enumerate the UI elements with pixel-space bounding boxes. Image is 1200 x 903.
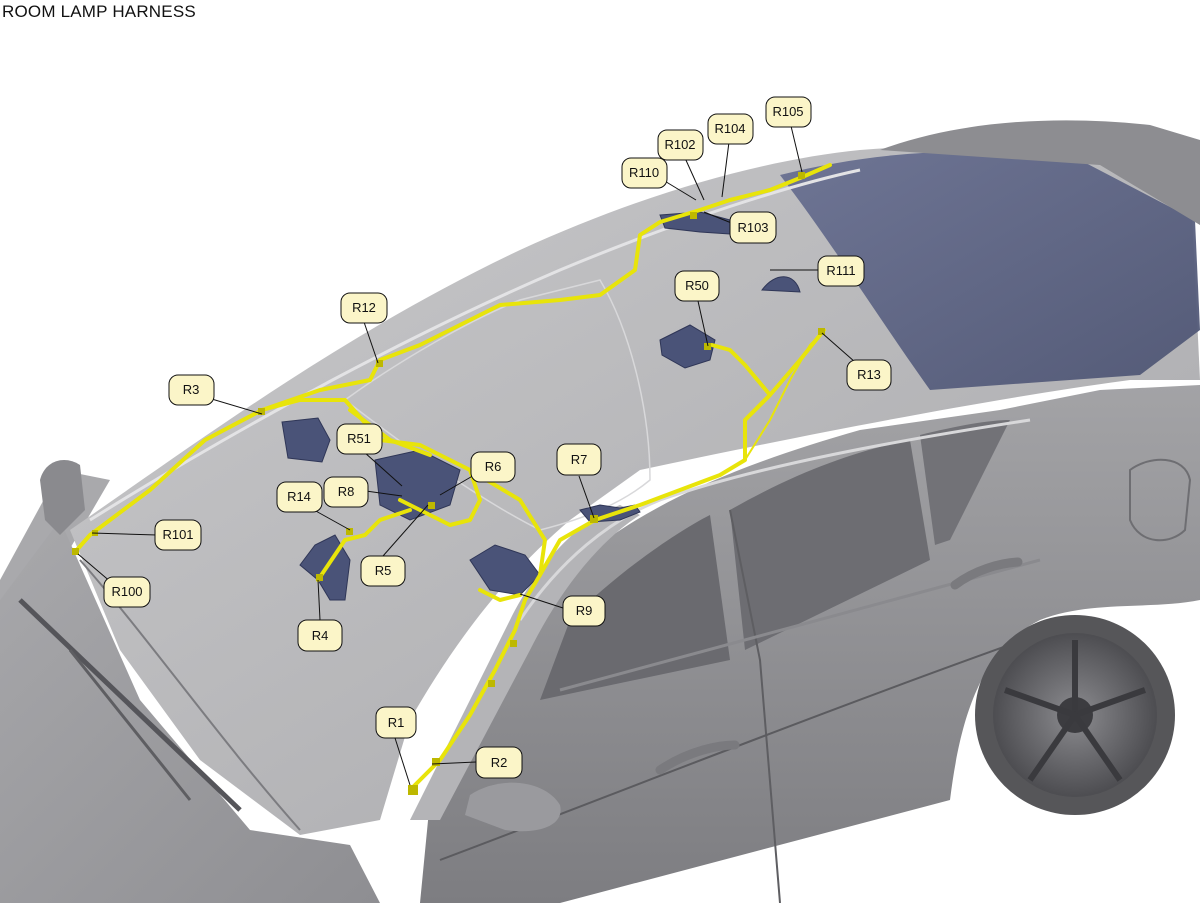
- callout-R2: R2: [475, 746, 523, 779]
- r9-branch: [478, 588, 522, 602]
- mirror-branch: [316, 508, 412, 582]
- callout-R111: R111: [817, 255, 865, 287]
- rear-door-handle: [950, 557, 1023, 590]
- rear-glass: [780, 151, 1200, 390]
- car-body: [0, 120, 1200, 903]
- callout-R5: R5: [360, 555, 406, 587]
- callout-R103: R103: [729, 211, 777, 244]
- callout-label: R2: [491, 755, 508, 770]
- callout-R13: R13: [846, 359, 892, 391]
- callout-label: R104: [714, 121, 745, 136]
- callout-label: R100: [111, 584, 142, 599]
- fuel-door: [1129, 458, 1192, 542]
- rear-center-branch: [710, 343, 772, 422]
- callout-label: R8: [338, 484, 355, 499]
- shark-antenna: [761, 276, 801, 293]
- callout-R102: R102: [657, 129, 704, 161]
- callout-label: R7: [571, 452, 588, 467]
- callout-label: R103: [737, 220, 768, 235]
- callout-R14: R14: [276, 481, 323, 513]
- callout-label: R6: [485, 459, 502, 474]
- callout-label: R101: [162, 527, 193, 542]
- callout-R4: R4: [297, 619, 343, 652]
- roof-rear-branch: [728, 163, 832, 202]
- callout-label: R5: [375, 563, 392, 578]
- callout-R3: R3: [168, 374, 215, 406]
- front-door-handle: [655, 740, 740, 775]
- rear-deck: [880, 120, 1200, 225]
- callout-R7: R7: [556, 443, 602, 476]
- callout-label: R1: [388, 715, 405, 730]
- sunroof-motor: [281, 417, 331, 463]
- components: [281, 211, 801, 601]
- right-mirror: [465, 782, 561, 832]
- front-side-window: [540, 515, 730, 700]
- quarter-window: [920, 420, 1010, 545]
- callout-label: R50: [685, 278, 709, 293]
- a-pillar: [410, 505, 640, 820]
- left-mirror: [40, 460, 85, 535]
- callout-label: R3: [183, 382, 200, 397]
- callout-R1: R1: [375, 706, 417, 739]
- callout-R8: R8: [323, 476, 369, 508]
- hood-lower: [0, 520, 380, 903]
- callout-label: R14: [287, 489, 311, 504]
- callout-R6: R6: [470, 451, 516, 483]
- callout-R100: R100: [103, 576, 151, 608]
- r13-thin: [744, 329, 826, 461]
- callout-label: R13: [857, 367, 881, 382]
- callout-label: R102: [664, 137, 695, 152]
- callout-label: R12: [352, 300, 376, 315]
- rear-side-window: [730, 440, 930, 650]
- callout-R51: R51: [336, 423, 383, 455]
- callout-label: R105: [772, 104, 803, 119]
- callout-R101: R101: [154, 519, 202, 551]
- callout-label: R4: [312, 628, 329, 643]
- sunroof-outline: [343, 279, 651, 531]
- callout-R12: R12: [340, 292, 388, 324]
- callout-R50: R50: [674, 270, 720, 302]
- side-body: [420, 385, 1200, 903]
- callout-label: R111: [826, 263, 855, 278]
- rear-room-lamp: [659, 324, 716, 369]
- main-harness: [73, 198, 732, 554]
- callout-R9: R9: [562, 595, 606, 627]
- callouts: R1 R2 R3 R4 R5 R6 R7 R8: [77, 96, 892, 786]
- harness-clips: [72, 172, 825, 795]
- console-branch: [348, 408, 432, 457]
- callout-R105: R105: [765, 96, 812, 128]
- callout-R104: R104: [707, 113, 754, 145]
- callout-label: R51: [347, 431, 371, 446]
- callout-R110: R110: [621, 157, 668, 189]
- right-branch: [468, 468, 547, 577]
- page-title: ROOM LAMP HARNESS: [2, 2, 196, 21]
- callout-label: R9: [576, 603, 593, 618]
- wiper: [18, 598, 242, 812]
- callout-label: R110: [629, 165, 659, 180]
